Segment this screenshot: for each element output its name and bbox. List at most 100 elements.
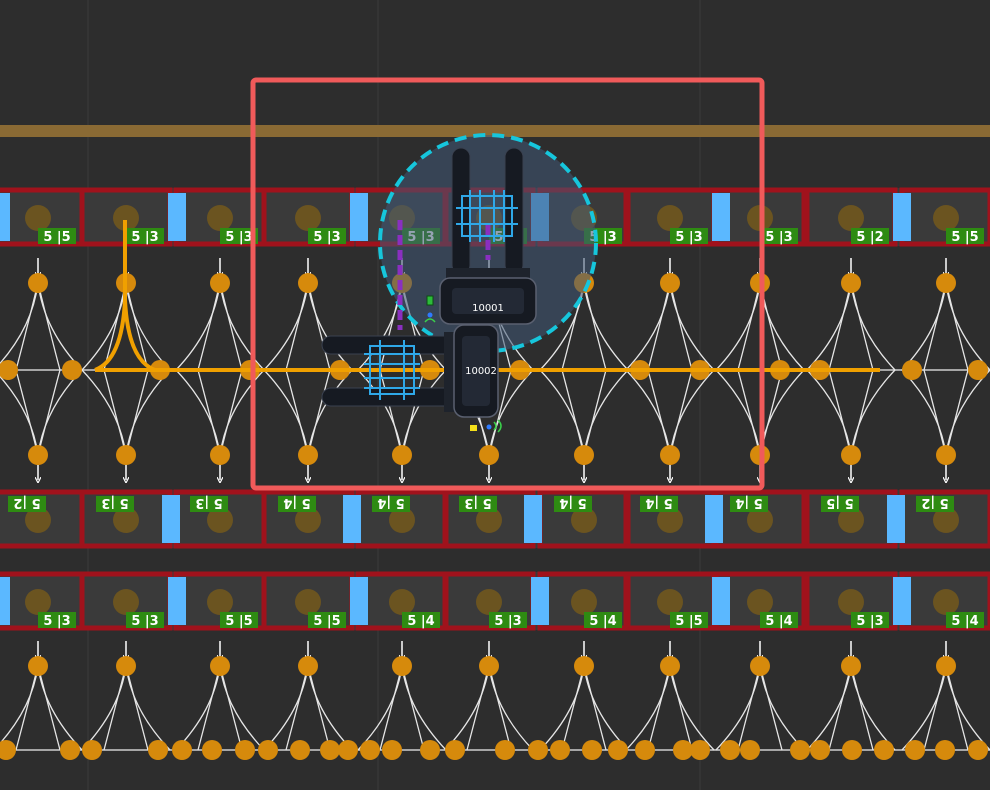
- path-node[interactable]: [392, 445, 412, 465]
- path-node[interactable]: [290, 740, 310, 760]
- rack-slot[interactable]: 5 |2: [804, 187, 898, 247]
- path-node[interactable]: [210, 656, 230, 676]
- path-node[interactable]: [479, 656, 499, 676]
- path-node[interactable]: [841, 656, 861, 676]
- path-node[interactable]: [810, 740, 830, 760]
- path-node[interactable]: [298, 445, 318, 465]
- path-node[interactable]: [841, 273, 861, 293]
- path-node[interactable]: [392, 656, 412, 676]
- path-node[interactable]: [320, 740, 340, 760]
- slot-capacity-label: 5 |4: [640, 495, 678, 512]
- path-node[interactable]: [495, 740, 515, 760]
- path-node[interactable]: [172, 740, 192, 760]
- rack-slot[interactable]: 5 |3: [804, 571, 898, 631]
- path-node[interactable]: [660, 656, 680, 676]
- path-node[interactable]: [936, 445, 956, 465]
- rack-slot[interactable]: 5 |3: [0, 571, 85, 631]
- aisle-marker: [524, 495, 542, 543]
- path-node[interactable]: [210, 445, 230, 465]
- path-node[interactable]: [445, 740, 465, 760]
- robot-id-label: 10001: [472, 303, 504, 314]
- path-node[interactable]: [841, 445, 861, 465]
- path-node[interactable]: [750, 656, 770, 676]
- path-node[interactable]: [116, 445, 136, 465]
- slot-capacity-label: 5 |3: [489, 612, 527, 629]
- svg-text:5 |4: 5 |4: [735, 495, 762, 510]
- lane-curve: [0, 282, 39, 365]
- path-node[interactable]: [574, 656, 594, 676]
- path-node[interactable]: [202, 740, 222, 760]
- path-node[interactable]: [574, 445, 594, 465]
- path-node[interactable]: [968, 740, 988, 760]
- rack-slot[interactable]: 5 |4: [623, 489, 717, 549]
- lane-curve: [923, 282, 947, 371]
- lane-curve: [647, 369, 671, 456]
- svg-text:5 |3: 5 |3: [131, 230, 158, 245]
- path-node[interactable]: [935, 740, 955, 760]
- selection-box[interactable]: [250, 77, 765, 491]
- path-node[interactable]: [258, 740, 278, 760]
- path-node[interactable]: [968, 360, 988, 380]
- path-node[interactable]: [210, 273, 230, 293]
- path-node[interactable]: [420, 740, 440, 760]
- svg-text:5 |5: 5 |5: [675, 614, 702, 629]
- path-node[interactable]: [82, 740, 102, 760]
- path-node[interactable]: [842, 740, 862, 760]
- rack-slot[interactable]: 5 |4: [899, 571, 990, 631]
- path-node[interactable]: [28, 445, 48, 465]
- path-node[interactable]: [382, 740, 402, 760]
- path-node[interactable]: [148, 740, 168, 760]
- rack-slot[interactable]: 5 |2: [0, 489, 85, 549]
- lane-curve: [901, 665, 947, 751]
- slot-capacity-label: 5 |4: [946, 612, 984, 629]
- path-node[interactable]: [936, 656, 956, 676]
- rack-slot[interactable]: 5 |5: [0, 187, 85, 247]
- path-node[interactable]: [874, 740, 894, 760]
- lane-curve: [583, 665, 629, 751]
- aisle-marker: [0, 193, 10, 241]
- path-node[interactable]: [528, 740, 548, 760]
- path-node[interactable]: [28, 273, 48, 293]
- path-node[interactable]: [936, 273, 956, 293]
- path-node[interactable]: [360, 740, 380, 760]
- path-node[interactable]: [28, 656, 48, 676]
- path-node[interactable]: [62, 360, 82, 380]
- lane-curve: [401, 665, 447, 751]
- robot-10001[interactable]: 10001: [439, 147, 537, 325]
- path-node[interactable]: [550, 740, 570, 760]
- path-node[interactable]: [660, 273, 680, 293]
- path-node[interactable]: [0, 740, 16, 760]
- lane-curve: [37, 665, 83, 751]
- slot-capacity-label: 5 |3: [760, 228, 798, 245]
- robot-10002[interactable]: 10002: [321, 324, 499, 418]
- path-node[interactable]: [338, 740, 358, 760]
- path-node[interactable]: [673, 740, 693, 760]
- rack-slot[interactable]: 5 |3: [261, 187, 355, 247]
- rack-slot[interactable]: 5 |4: [713, 489, 807, 549]
- lane-curve: [669, 369, 715, 456]
- path-node[interactable]: [660, 445, 680, 465]
- lane-curve: [945, 282, 990, 371]
- path-node[interactable]: [582, 740, 602, 760]
- rack-slot[interactable]: 5 |3: [442, 489, 536, 549]
- lane-curve: [669, 282, 715, 371]
- path-node[interactable]: [902, 360, 922, 380]
- lane-curve: [379, 665, 403, 751]
- path-node[interactable]: [298, 273, 318, 293]
- path-node[interactable]: [720, 740, 740, 760]
- path-node[interactable]: [60, 740, 80, 760]
- rack-slot[interactable]: 5 |4: [261, 489, 355, 549]
- path-node[interactable]: [905, 740, 925, 760]
- path-node[interactable]: [479, 445, 499, 465]
- path-node[interactable]: [790, 740, 810, 760]
- path-node[interactable]: [235, 740, 255, 760]
- path-node[interactable]: [298, 656, 318, 676]
- path-node[interactable]: [116, 656, 136, 676]
- path-node[interactable]: [690, 740, 710, 760]
- path-node[interactable]: [635, 740, 655, 760]
- path-node[interactable]: [608, 740, 628, 760]
- slot-capacity-label: 5 |4: [402, 612, 440, 629]
- path-node[interactable]: [740, 740, 760, 760]
- path-node[interactable]: [0, 360, 18, 380]
